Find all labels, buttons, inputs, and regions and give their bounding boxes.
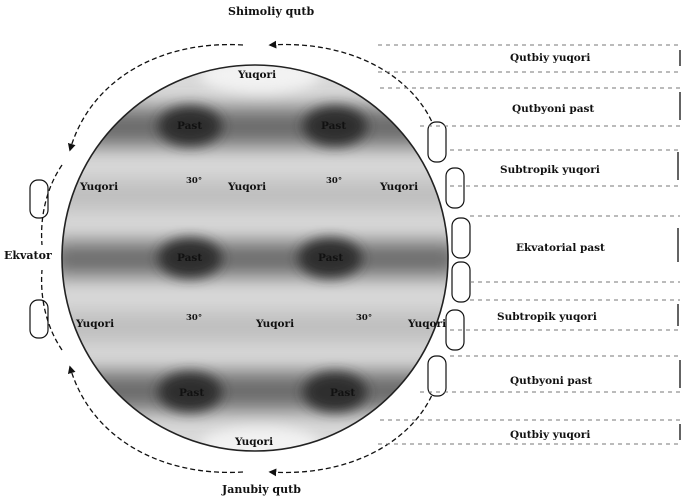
belt-label: Subtropik yuqori [497, 312, 597, 323]
belt-label: Ekvatorial past [516, 243, 605, 254]
high-pressure-label: Yuqori [380, 182, 418, 193]
low-pressure-label: Past [330, 388, 355, 399]
high-pressure-label: Yuqori [228, 182, 266, 193]
high-pressure-label: Yuqori [408, 319, 446, 330]
high-pressure-label: Yuqori [76, 319, 114, 330]
high-pressure-label: Yuqori [235, 437, 273, 448]
low-pressure-label: Past [179, 388, 204, 399]
belt-label: Qutbiy yuqori [510, 53, 590, 64]
latitude-label: 30° [186, 314, 202, 323]
high-pressure-label: Yuqori [80, 182, 118, 193]
north-pole-label: Shimoliy qutb [228, 6, 314, 17]
low-pressure-label: Past [318, 253, 343, 264]
equator-label: Ekvator [4, 250, 52, 261]
high-pressure-label: Yuqori [238, 70, 276, 81]
low-pressure-label: Past [177, 121, 202, 132]
belt-label: Qutbiy yuqori [510, 430, 590, 441]
south-pole-label: Janubiy qutb [222, 484, 301, 495]
latitude-label: 30° [326, 177, 342, 186]
belt-label: Subtropik yuqori [500, 165, 600, 176]
low-pressure-label: Past [321, 121, 346, 132]
globe-shading [50, 55, 460, 465]
high-pressure-label: Yuqori [256, 319, 294, 330]
belt-label: Qutbyoni past [510, 376, 592, 387]
belt-label: Qutbyoni past [512, 104, 594, 115]
latitude-label: 30° [356, 314, 372, 323]
low-pressure-label: Past [177, 253, 202, 264]
belt-brackets [678, 50, 680, 440]
latitude-label: 30° [186, 177, 202, 186]
